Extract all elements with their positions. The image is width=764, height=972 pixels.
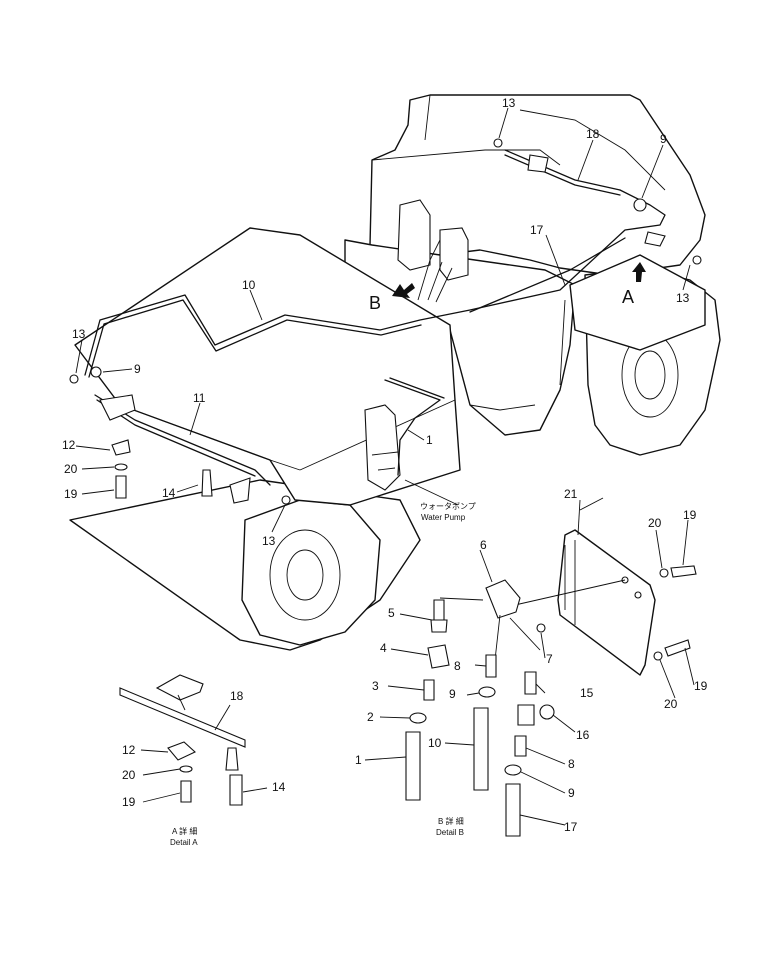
detail-a-drawing: [119, 674, 246, 806]
callout-20: 20: [664, 697, 678, 711]
callout-4: 4: [380, 641, 387, 655]
detail-a-caption-jp: A 詳 細: [172, 826, 197, 836]
callout-12: 12: [62, 438, 76, 452]
callout-14: 14: [272, 780, 286, 794]
callout-17: 17: [530, 223, 544, 237]
callout-19: 19: [122, 795, 136, 809]
callout-8: 8: [454, 659, 461, 673]
callout-9: 9: [134, 362, 141, 376]
front-drum: [241, 499, 381, 646]
callout-1: 1: [426, 433, 433, 447]
callout-6: 6: [480, 538, 487, 552]
callout-5: 5: [388, 606, 395, 620]
callout-20: 20: [64, 462, 78, 476]
callout-18: 18: [230, 689, 244, 703]
callout-18: 18: [586, 127, 600, 141]
callout-15: 15: [580, 686, 594, 700]
callout-12: 12: [122, 743, 136, 757]
machine-outline: [69, 94, 721, 651]
view-marker-b: B: [369, 293, 381, 313]
callout-13: 13: [676, 291, 690, 305]
hydraulic-block: [397, 199, 469, 303]
callout-numbers: 13 18 9 17 13 10 13 9 11 1 12 20 19 14 1…: [62, 96, 708, 834]
callout-21: 21: [564, 487, 578, 501]
callout-20: 20: [648, 516, 662, 530]
side-panel: [439, 499, 656, 676]
detail-a-leaders: [140, 704, 268, 803]
leader-lines: [75, 107, 691, 533]
callout-13: 13: [502, 96, 516, 110]
callout-9: 9: [660, 132, 667, 146]
water-pump-label-jp: ウォータポンプ: [420, 502, 476, 511]
water-pump-label-en: Water Pump: [421, 513, 466, 522]
callout-16: 16: [576, 728, 590, 742]
detail-a-caption-en: Detail A: [170, 838, 198, 847]
callout-1: 1: [355, 753, 362, 767]
view-arrow-a: [632, 262, 646, 282]
callout-7: 7: [546, 652, 553, 666]
callout-20: 20: [122, 768, 136, 782]
detail-b-caption-en: Detail B: [436, 828, 464, 837]
washer-tubing: [84, 149, 666, 486]
callout-19: 19: [64, 487, 78, 501]
callout-13: 13: [72, 327, 86, 341]
view-marker-a: A: [622, 287, 634, 307]
callout-2: 2: [367, 710, 374, 724]
callout-10: 10: [428, 736, 442, 750]
mounted-parts: [69, 138, 702, 505]
callout-11: 11: [193, 391, 206, 405]
callout-17: 17: [564, 820, 578, 834]
detail-b-caption-jp: B 詳 細: [438, 816, 464, 826]
callout-9: 9: [449, 687, 456, 701]
callout-9: 9: [568, 786, 575, 800]
callout-19: 19: [694, 679, 708, 693]
detail-b-fittings: [405, 565, 697, 837]
detail-b-leaders: [364, 497, 695, 826]
callout-19: 19: [683, 508, 697, 522]
callout-8: 8: [568, 757, 575, 771]
callout-13: 13: [262, 534, 276, 548]
view-arrow-b: [392, 283, 415, 298]
callout-3: 3: [372, 679, 379, 693]
callout-14: 14: [162, 486, 176, 500]
callout-10: 10: [242, 278, 256, 292]
